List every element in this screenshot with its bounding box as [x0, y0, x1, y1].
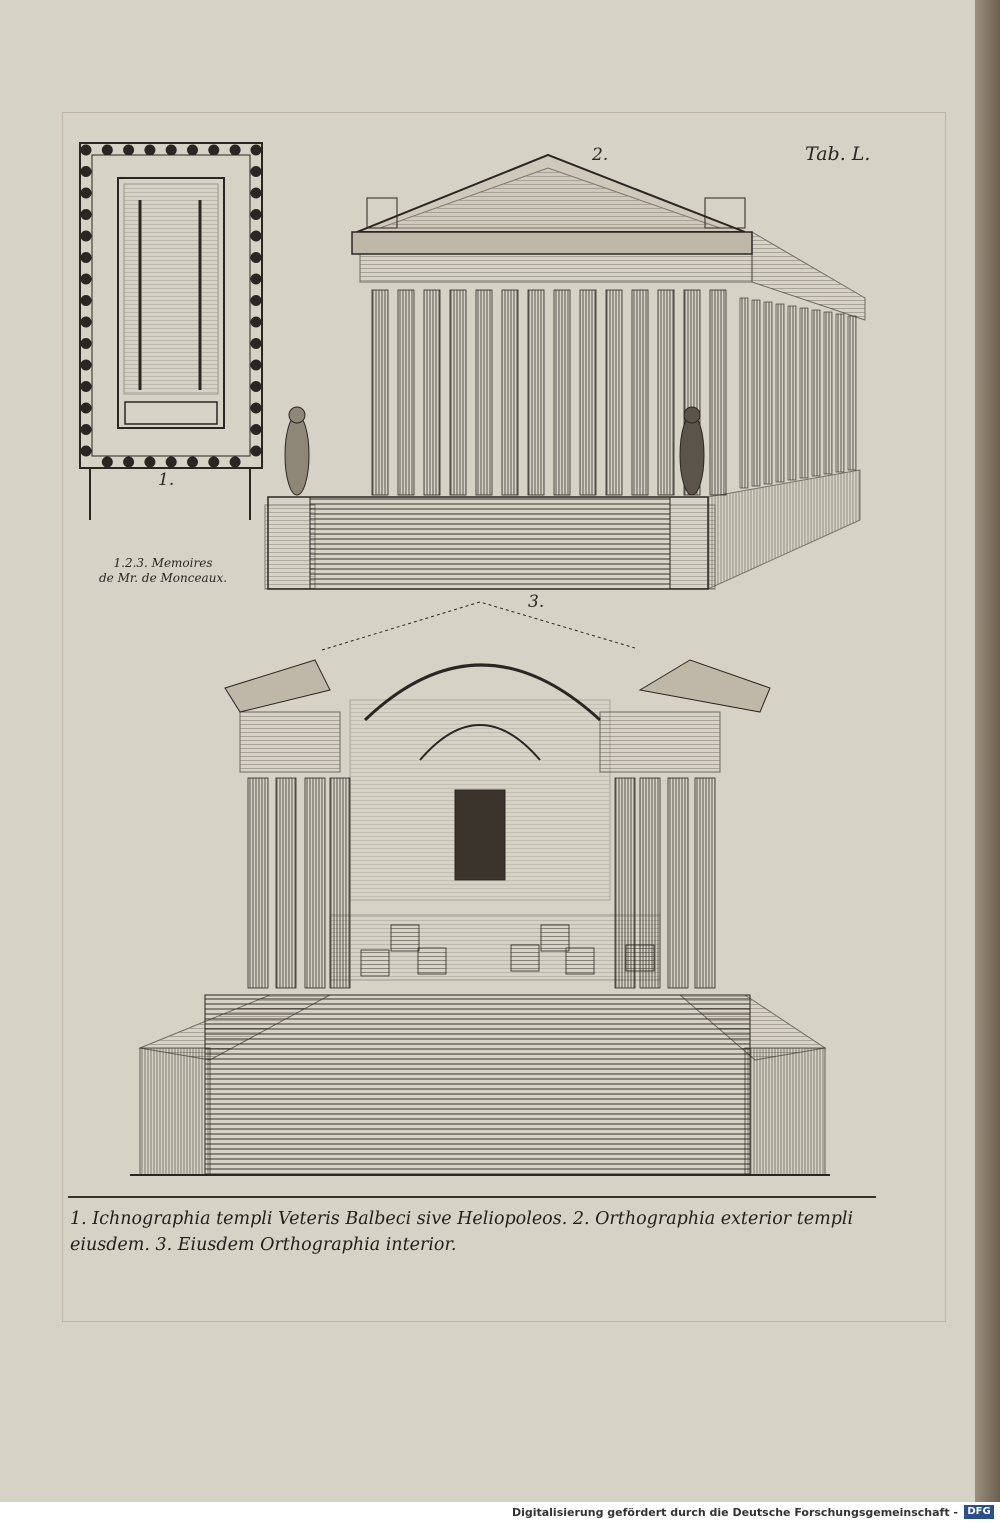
figure-1-number: 1. [158, 470, 175, 490]
figure-3-number: 3. [528, 592, 545, 612]
figure-2-number: 2. [592, 145, 609, 165]
caption-rule [68, 1196, 876, 1198]
footer-credit: Digitalisierung gefördert durch die Deut… [511, 1506, 958, 1519]
caption-line-1: 1. Ichnographia templi Veteris Balbeci s… [70, 1209, 854, 1229]
figure-2-exterior-temple [264, 153, 866, 590]
book-edge [975, 0, 1000, 1502]
plate-mark [62, 112, 946, 1322]
plate-caption: 1. Ichnographia templi Veteris Balbeci s… [70, 1206, 900, 1258]
dfg-logo[interactable]: DFG [964, 1505, 994, 1519]
plate-tab-label: Tab. L. [805, 143, 871, 165]
footer-bar: Digitalisierung gefördert durch die Deut… [0, 1502, 1000, 1523]
figure-3-interior-temple [130, 601, 830, 1176]
source-note: 1.2.3. Memoires de Mr. de Monceaux. [98, 556, 228, 586]
caption-line-2: eiusdem. 3. Eiusdem Orthographia interio… [70, 1235, 457, 1255]
figure-1-ground-plan [79, 142, 263, 520]
source-note-line2: de Mr. de Monceaux. [98, 571, 228, 585]
source-note-line1: 1.2.3. Memoires [113, 556, 213, 570]
